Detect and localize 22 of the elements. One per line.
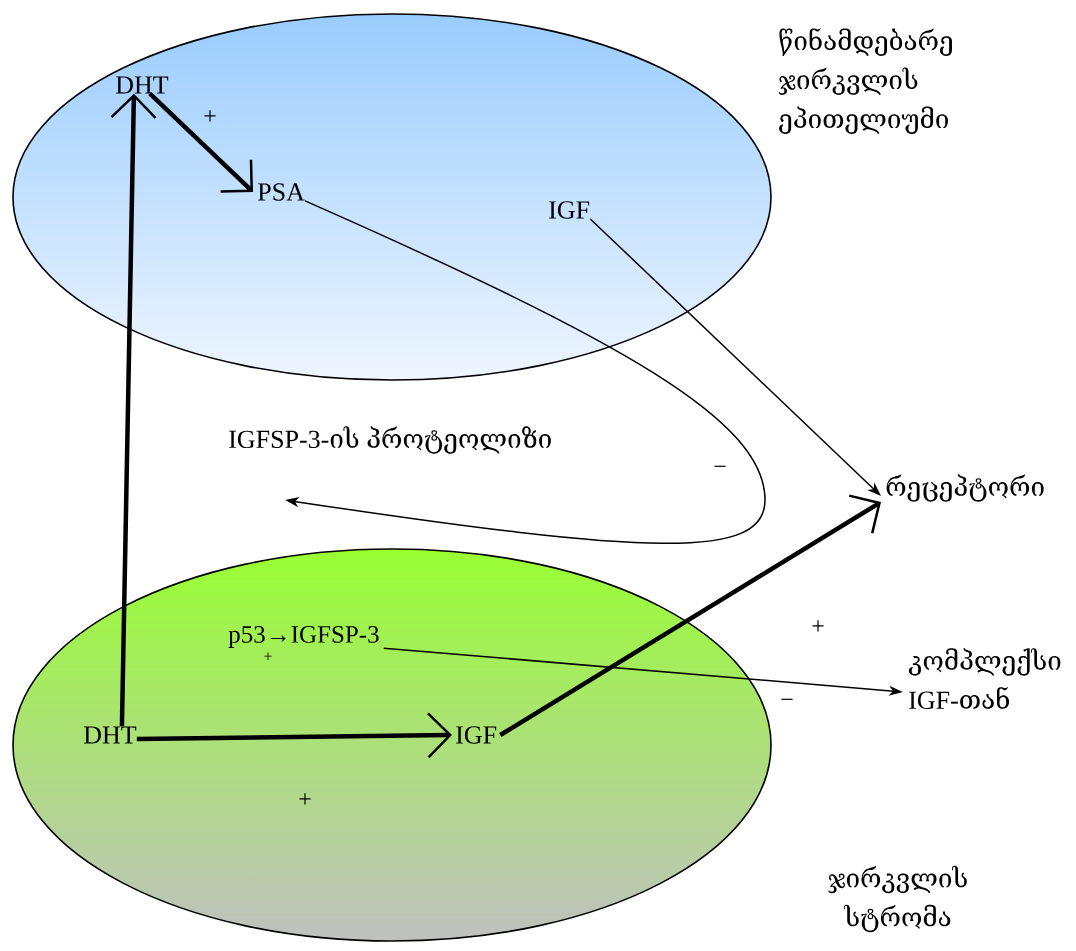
arrow xyxy=(589,218,881,496)
term-label: p53→IGFSP-3 xyxy=(228,626,379,648)
arrow xyxy=(136,712,452,759)
arrow xyxy=(148,92,253,193)
edge-label: + xyxy=(812,620,824,632)
edge-label: − xyxy=(714,465,726,467)
term-label: IGFSP-3-ის პროტეოლიზი xyxy=(229,426,551,454)
term-label: IGF xyxy=(549,201,590,219)
term-label: DHT xyxy=(83,726,137,744)
region-heading: ჯირკვლის სტრომა xyxy=(828,865,967,933)
edge-label: + xyxy=(299,793,311,805)
arrow xyxy=(499,494,881,737)
region-heading: წინამდებარე ჯირკვლის ეპითელიუმი xyxy=(778,28,952,134)
term-label: PSA xyxy=(257,183,305,201)
arrow xyxy=(110,93,157,727)
term-label: რეცეპტორი xyxy=(886,474,1044,502)
edge-label: − xyxy=(781,698,793,700)
term-label: კომპლექსი IGF-თან xyxy=(908,648,1061,710)
edge-label: + xyxy=(204,110,216,122)
term-label: DHT xyxy=(115,76,169,94)
sign-label: + xyxy=(264,652,272,660)
term-label: IGF xyxy=(456,726,497,744)
